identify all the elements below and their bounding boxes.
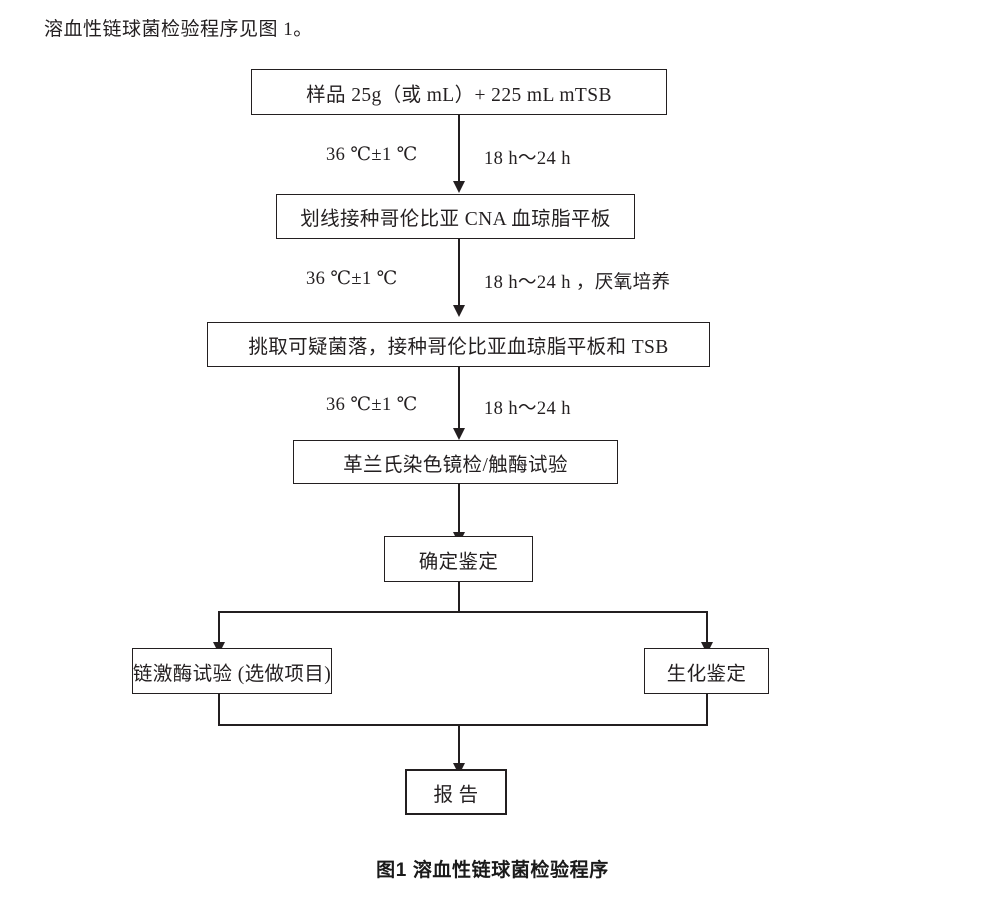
edge3-duration-label: 18 h～24 h: [484, 399, 571, 419]
connector-gram-to-confirm: [458, 484, 460, 534]
arrowhead-pick-to-gram: [452, 428, 465, 440]
figure-caption: 图1 溶血性链球菌检验程序: [376, 860, 609, 881]
node-biochemical-id[interactable]: 生化鉴定: [644, 648, 769, 694]
connector-enrichment-to-streak: [458, 115, 460, 183]
connector-streak-to-pick: [458, 239, 460, 307]
connector-pick-to-gram: [458, 367, 460, 430]
node-gram-catalase[interactable]: 革兰氏染色镜检/触酶试验: [293, 440, 618, 484]
edge3-temperature-label: 36 ℃±1 ℃: [326, 395, 418, 415]
connector-split-left-drop: [218, 611, 220, 644]
node-enrichment[interactable]: 样品 25g（或 mL）+ 225 mL mTSB: [251, 69, 667, 115]
edge2-temperature-label: 36 ℃±1 ℃: [306, 269, 398, 289]
connector-confirm-split-bar: [218, 611, 708, 613]
edge2-duration-label: 18 h～24 h ，厌氧培养: [484, 273, 671, 293]
connector-merge-right-drop: [706, 694, 708, 726]
connector-confirm-split-stem: [458, 582, 460, 613]
intro-paragraph: 溶血性链球菌检验程序见图 1。: [44, 19, 313, 40]
node-pick-colony[interactable]: 挑取可疑菌落，接种哥伦比亚血琼脂平板和 TSB: [207, 322, 710, 367]
edge1-duration-label: 18 h～24 h: [484, 149, 571, 169]
arrowhead-streak-to-pick: [452, 305, 465, 317]
edge1-temperature-label: 36 ℃±1 ℃: [326, 145, 418, 165]
node-streak-cna[interactable]: 划线接种哥伦比亚 CNA 血琼脂平板: [276, 194, 635, 239]
node-confirm-id[interactable]: 确定鉴定: [384, 536, 533, 582]
node-report[interactable]: 报 告: [405, 769, 507, 815]
arrowhead-enrichment-to-streak: [452, 181, 465, 193]
connector-merge-left-drop: [218, 694, 220, 726]
connector-merge-bar: [218, 724, 708, 726]
node-streptokinase-test[interactable]: 链激酶试验 (选做项目): [132, 648, 332, 694]
connector-split-right-drop: [706, 611, 708, 644]
connector-merge-to-report: [458, 724, 460, 765]
